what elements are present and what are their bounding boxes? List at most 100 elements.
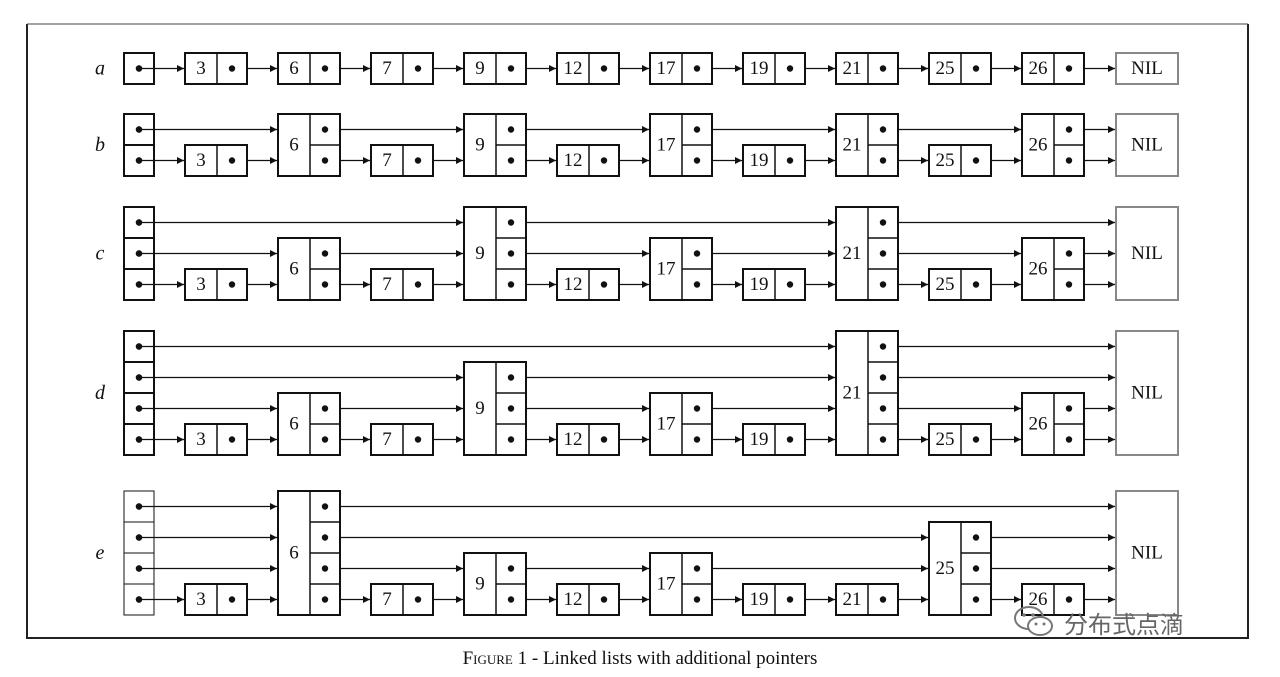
node-key: 19 — [750, 589, 769, 610]
pointer-dot — [1065, 596, 1073, 603]
node-key: 25 — [936, 58, 955, 79]
list-node-17: 17 — [649, 113, 713, 177]
node-key: 19 — [750, 429, 769, 450]
pointer-dot — [972, 565, 980, 572]
node-box — [835, 52, 899, 85]
pointer-dot — [507, 374, 515, 381]
list-node-17: 17 — [649, 392, 713, 456]
node-box — [742, 144, 806, 177]
nil-label: NIL — [1131, 383, 1163, 404]
node-box — [556, 268, 620, 301]
watermark-text: 分布式点滴 — [1064, 610, 1184, 639]
pointer-dot — [507, 405, 515, 412]
list-node-3: 3 — [184, 144, 248, 177]
pointer-dot — [879, 281, 887, 288]
node-key: 7 — [382, 589, 392, 610]
node-box — [184, 52, 248, 85]
list-node-17: 17 — [649, 237, 713, 301]
pointer-dot — [600, 65, 608, 72]
pointer-dot — [135, 281, 143, 288]
pointer-dot — [135, 503, 143, 510]
watermark: 分布式点滴 — [1012, 600, 1252, 644]
pointer-dot — [135, 219, 143, 226]
pointer-dot — [1065, 405, 1073, 412]
node-key: 3 — [196, 589, 206, 610]
list-node-21: 21 — [835, 206, 899, 301]
pointer-dot — [879, 250, 887, 257]
list-node-25: 25 — [928, 423, 992, 456]
pointer-dot — [135, 126, 143, 133]
node-key: 17 — [657, 574, 676, 595]
nil-label: NIL — [1131, 543, 1163, 564]
pointer-dot — [786, 65, 794, 72]
pointer-dot — [972, 281, 980, 288]
pointer-dot — [972, 65, 980, 72]
list-node-19: 19 — [742, 268, 806, 301]
nil-box — [1115, 330, 1179, 456]
pointer-dot — [228, 596, 236, 603]
node-box — [370, 583, 434, 616]
nil-box — [1115, 206, 1179, 301]
nil-label: NIL — [1131, 58, 1163, 79]
pointer-dot — [321, 281, 329, 288]
list-node-12: 12 — [556, 423, 620, 456]
node-box — [1021, 52, 1085, 85]
list-node-25: 25 — [928, 52, 992, 85]
list-node-21: 21 — [835, 113, 899, 177]
node-key: 6 — [289, 58, 299, 79]
pointer-dot — [693, 157, 701, 164]
node-key: 3 — [196, 274, 206, 295]
pointer-dot — [228, 281, 236, 288]
list-node-6: 6 — [277, 52, 341, 85]
list-node-9: 9 — [463, 206, 527, 301]
node-key: 25 — [936, 150, 955, 171]
pointer-dot — [507, 219, 515, 226]
list-node-6: 6 — [277, 113, 341, 177]
node-box — [835, 583, 899, 616]
caption-figure-word: Figure — [462, 648, 513, 669]
list-node-3: 3 — [184, 52, 248, 85]
pointer-dot — [1065, 157, 1073, 164]
node-box — [742, 583, 806, 616]
list-node-19: 19 — [742, 144, 806, 177]
pointer-dot — [972, 596, 980, 603]
list-node-6: 6 — [277, 237, 341, 301]
node-key: 9 — [475, 58, 485, 79]
row-label-e: e — [96, 542, 105, 564]
node-key: 19 — [750, 150, 769, 171]
node-key: 19 — [750, 58, 769, 79]
node-box — [835, 206, 899, 301]
node-box — [928, 423, 992, 456]
list-node-7: 7 — [370, 583, 434, 616]
list-node-21: 21 — [835, 330, 899, 456]
pointer-dot — [786, 157, 794, 164]
node-key: 7 — [382, 429, 392, 450]
pointer-dot — [135, 534, 143, 541]
node-box — [1021, 237, 1085, 301]
node-key: 26 — [1029, 135, 1048, 156]
pointer-dot — [321, 534, 329, 541]
list-node-25: 25 — [928, 144, 992, 177]
nil-box — [1115, 490, 1179, 616]
nil-label: NIL — [1131, 243, 1163, 264]
list-node-26: 26 — [1021, 583, 1085, 616]
pointer-dot — [693, 281, 701, 288]
node-box — [463, 206, 527, 301]
pointer-dot — [786, 596, 794, 603]
row-label-c: c — [96, 243, 105, 265]
pointer-dot — [879, 405, 887, 412]
pointer-dot — [507, 126, 515, 133]
node-key: 21 — [843, 589, 862, 610]
node-key: 6 — [289, 259, 299, 280]
node-box — [742, 268, 806, 301]
node-key: 26 — [1029, 58, 1048, 79]
pointer-dot — [414, 281, 422, 288]
row-label-a: a — [95, 58, 105, 80]
pointer-dot — [414, 436, 422, 443]
nil-label: NIL — [1131, 135, 1163, 156]
pointer-dot — [135, 343, 143, 350]
pointer-dot — [135, 374, 143, 381]
